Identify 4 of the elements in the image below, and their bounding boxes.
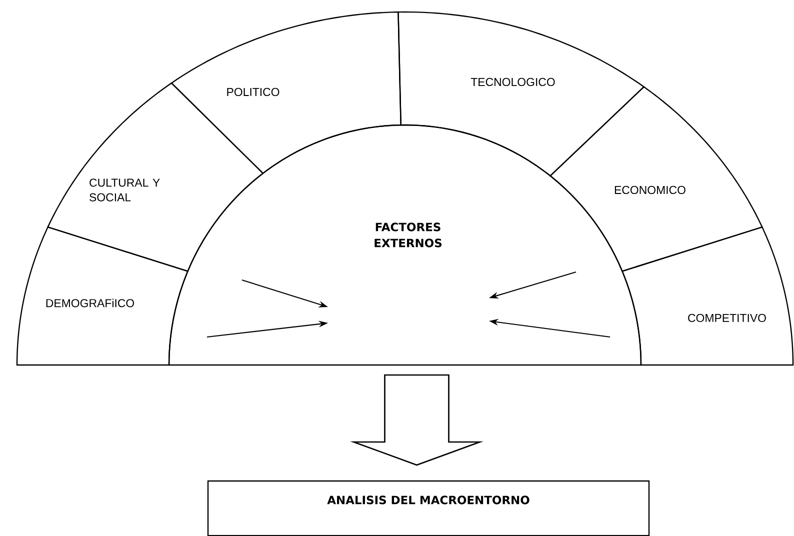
sector-band: DEMOGRAFiICO [16, 226, 189, 366]
sector-band: TECNOLOGICO [398, 11, 645, 177]
result-box: ANALISIS DEL MACROENTORNO [207, 480, 650, 536]
block-arrow [350, 374, 484, 466]
